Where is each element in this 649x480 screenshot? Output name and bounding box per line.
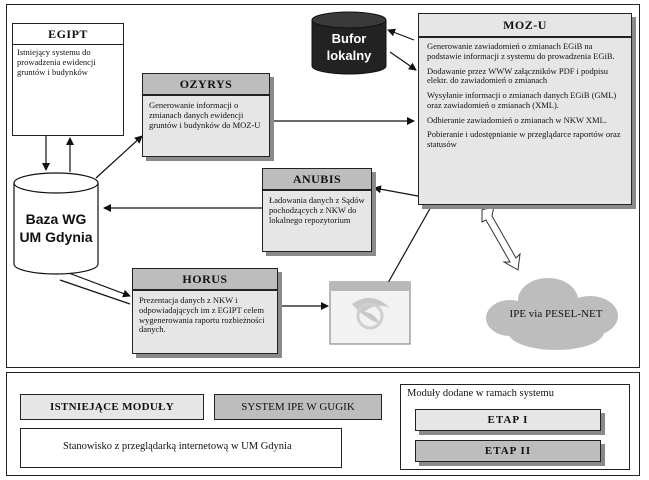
arrow-baza-to-ozyrys xyxy=(95,135,143,179)
mozu-item-3: Wysyłanie informacji o zmianach danych E… xyxy=(427,90,617,110)
anubis-module: Ładowania danych z Sądów pochodzących z … xyxy=(262,190,372,252)
legend-ipe-system: SYSTEM IPE W GUGIK xyxy=(214,394,382,420)
baza-cylinder-shape xyxy=(13,172,99,275)
bufor-cylinder-shape xyxy=(311,11,387,75)
legend-etap2: ETAP II xyxy=(415,440,601,462)
legend-added-title: Moduły dodane w ramach systemu xyxy=(407,388,554,399)
ozyrys-title: OZYRYS xyxy=(179,76,233,91)
horus-text: Prezentacja danych z NKW i odpowiadający… xyxy=(139,295,265,335)
browser-window-shape xyxy=(329,281,411,345)
arrow-mozu-to-anubis xyxy=(373,185,419,197)
mozu-title: MOZ-U xyxy=(503,17,547,32)
ipe-cloud-shape xyxy=(486,278,618,350)
legend-ipe-label: SYSTEM IPE W GUGIK xyxy=(241,401,355,413)
legend-existing-modules: ISTNIEJĄCE MODUŁY xyxy=(20,394,204,420)
baza-label: Baza WG UM Gdynia xyxy=(14,210,98,246)
baza-label-line1: Baza WG xyxy=(25,211,87,227)
ozyrys-text: Generowanie informacji o zmianach danych… xyxy=(149,100,261,130)
mozu-module: Generowanie zawiadomień o zmianach EGiB … xyxy=(418,37,632,205)
anubis-title: ANUBIS xyxy=(292,171,342,186)
legend-workstation: Stanowisko z przeglądarką internetową w … xyxy=(20,428,342,468)
mozu-item-4: Odbieranie zawiadomień o zmianach w NKW … xyxy=(427,114,607,125)
egipt-title: EGIPT xyxy=(13,24,123,45)
arrow-baza-to-horus-a xyxy=(65,271,131,298)
horus-title-bar: HORUS xyxy=(132,268,278,290)
legend-workstation-label: Stanowisko z przeglądarką internetową w … xyxy=(63,441,292,452)
double-arrow-mozu-cloud xyxy=(481,205,521,271)
arrow-mozu-to-bufor xyxy=(387,28,415,41)
legend-frame xyxy=(6,372,640,476)
mozu-item-2: Dodawanie przez WWW załączników PDF i po… xyxy=(427,65,608,86)
anubis-title-bar: ANUBIS xyxy=(262,168,372,190)
arrow-bufor-to-mozu xyxy=(389,51,417,71)
egipt-module: EGIPT Istniejący systemu do prowadzenia … xyxy=(12,23,124,136)
ozyrys-title-bar: OZYRYS xyxy=(142,73,270,95)
arrow-mozu-to-browser xyxy=(383,204,433,291)
mozu-item-5: Pobieranie i udostępnianie w przeglądarc… xyxy=(427,129,621,150)
anubis-text: Ładowania danych z Sądów pochodzących z … xyxy=(269,195,365,225)
mozu-title-bar: MOZ-U xyxy=(418,13,632,37)
horus-title: HORUS xyxy=(182,271,228,286)
egipt-text: Istniejący systemu do prowadzenia ewiden… xyxy=(17,47,96,77)
legend-existing-label: ISTNIEJĄCE MODUŁY xyxy=(50,401,174,413)
ozyrys-module: Generowanie informacji o zmianach danych… xyxy=(142,95,270,157)
mozu-item-1: Generowanie zawiadomień o zmianach EGiB … xyxy=(427,41,615,61)
legend-etap1-label: ETAP I xyxy=(487,414,529,426)
legend-etap1: ETAP I xyxy=(415,409,601,431)
legend-added-modules: Moduły dodane w ramach systemu ETAP I ET… xyxy=(400,384,630,470)
diagram-frame xyxy=(6,4,640,368)
legend-etap2-label: ETAP II xyxy=(484,445,532,457)
ipe-cloud-label: IPE via PESEL-NET xyxy=(509,308,603,320)
bufor-label: Bufor lokalny xyxy=(312,30,386,64)
bufor-label-line2: lokalny xyxy=(326,48,372,63)
arrow-baza-to-horus-b xyxy=(59,279,131,305)
baza-label-line2: UM Gdynia xyxy=(19,229,93,245)
horus-module: Prezentacja danych z NKW i odpowiadający… xyxy=(132,290,278,354)
bufor-label-line1: Bufor xyxy=(331,31,367,46)
